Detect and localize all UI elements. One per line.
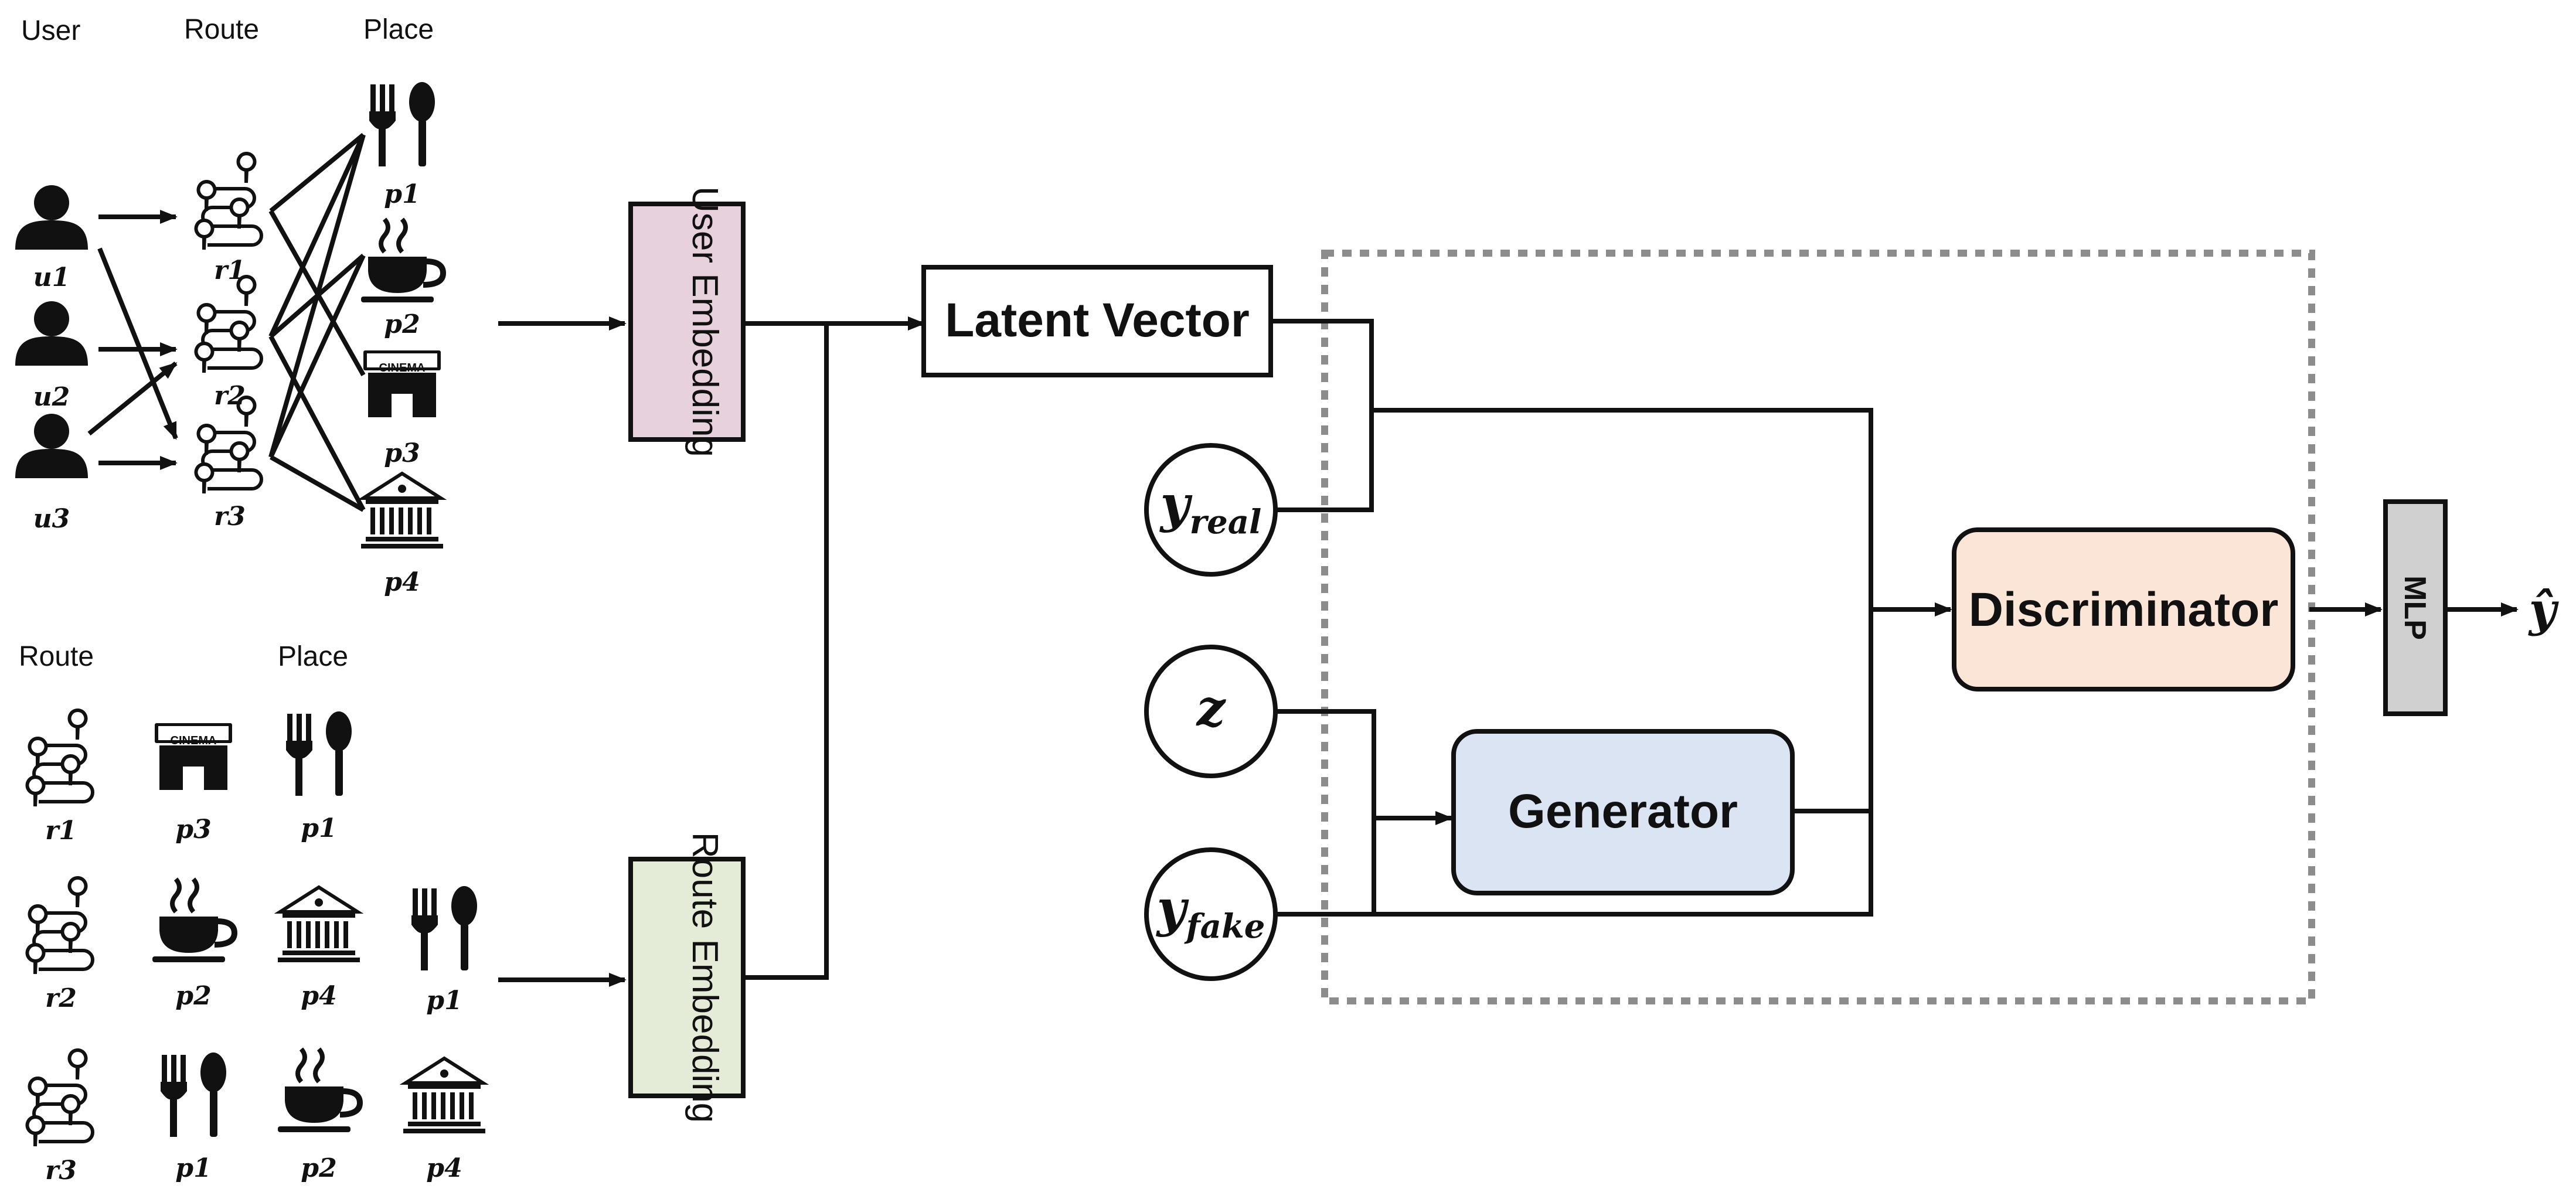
y-fake-label: yfake [1156, 879, 1265, 946]
cinema-sign-text: CINEMA [379, 362, 426, 374]
route-header: Route [184, 14, 259, 45]
place-label-p2: p2 [384, 309, 420, 339]
user-icon [15, 414, 88, 478]
route-place-edges [268, 132, 366, 512]
seq-place-label: p3 [175, 815, 211, 844]
route-icon [196, 397, 262, 493]
mlp-box [2383, 499, 2448, 716]
route-label-r2: r2 [214, 381, 246, 411]
generator-label: Generator [1508, 785, 1738, 838]
y-hat-output: ŷ [2528, 582, 2560, 637]
seq-place-label: p2 [301, 1153, 336, 1183]
user-label-u2: u2 [33, 382, 70, 412]
discriminator-box [1952, 527, 2295, 692]
coffee-cup-icon [152, 879, 234, 962]
fork-spoon-icon [369, 82, 435, 166]
route-icon [28, 1050, 93, 1146]
latent-vector-label: Latent Vector [945, 294, 1249, 347]
user-icon [15, 185, 88, 250]
seq-place-label: p1 [426, 986, 462, 1016]
seq-place-label: p4 [426, 1153, 462, 1183]
user-icon [15, 301, 88, 366]
seq-place-label: p4 [301, 981, 336, 1011]
route-icon [28, 710, 93, 806]
fake-label-wire [1275, 609, 1873, 917]
fork-spoon-icon [286, 711, 352, 796]
fork-spoon-icon [161, 1052, 226, 1137]
museum-icon [361, 474, 443, 549]
seq-route-label: r1 [45, 816, 77, 846]
edge-u3-r2 [87, 361, 178, 436]
route-icon [28, 878, 93, 974]
cinema-sign-text: CINEMA [171, 734, 217, 747]
fork-spoon-icon [411, 886, 477, 970]
route-sequences: Route Place r1 CINEMA p3 p1 r2 p2 p4 p1 … [19, 641, 485, 1186]
user-label-u3: u3 [33, 504, 70, 534]
z-label: z [1196, 679, 1227, 738]
coffee-cup-icon [361, 219, 443, 302]
real-path-wire [1372, 408, 1873, 609]
route-label-r3: r3 [214, 502, 246, 532]
place-header: Place [363, 14, 434, 45]
cinema-icon [363, 350, 441, 417]
user-label-u1: u1 [33, 263, 70, 292]
museum-icon [403, 1058, 485, 1133]
cinema-icon [155, 723, 232, 790]
route-header-bottom: Route [19, 641, 94, 672]
discriminator-label: Discriminator [1969, 583, 2279, 636]
route-embedding-label: Route Embedding [685, 832, 725, 1123]
seq-place-label: p1 [301, 813, 336, 843]
latent-vector-box [921, 265, 1273, 377]
place-label-p4: p4 [384, 567, 420, 597]
gan-dashed-region [1321, 250, 2315, 1004]
z-wire [1275, 709, 1376, 914]
user-header: User [21, 15, 80, 46]
seq-route-label: r3 [45, 1156, 77, 1186]
mlp-label: MLP [2398, 575, 2432, 640]
user-embedding-label: User Embedding [685, 186, 725, 457]
real-merge-wire [1271, 319, 1374, 512]
place-header-bottom: Place [278, 641, 348, 672]
route-icon [196, 277, 262, 373]
route-label-r1: r1 [214, 256, 246, 285]
y-real-label: yreal [1159, 475, 1262, 541]
coffee-cup-icon [278, 1049, 360, 1132]
place-label-p1: p1 [384, 179, 420, 209]
museum-icon [278, 887, 360, 962]
route-embedding-box [628, 857, 746, 1098]
seq-place-label: p1 [175, 1153, 211, 1183]
user-route-place-graph: User Route Place u1 u2 u3 r1 r2 r3 CINEM… [15, 14, 443, 597]
seq-place-label: p2 [175, 981, 211, 1011]
place-label-p3: p3 [384, 438, 420, 468]
route-embedding-wire [743, 323, 829, 980]
seq-route-label: r2 [45, 983, 77, 1013]
route-icon [196, 154, 262, 250]
edge-u1-r3 [97, 247, 178, 440]
